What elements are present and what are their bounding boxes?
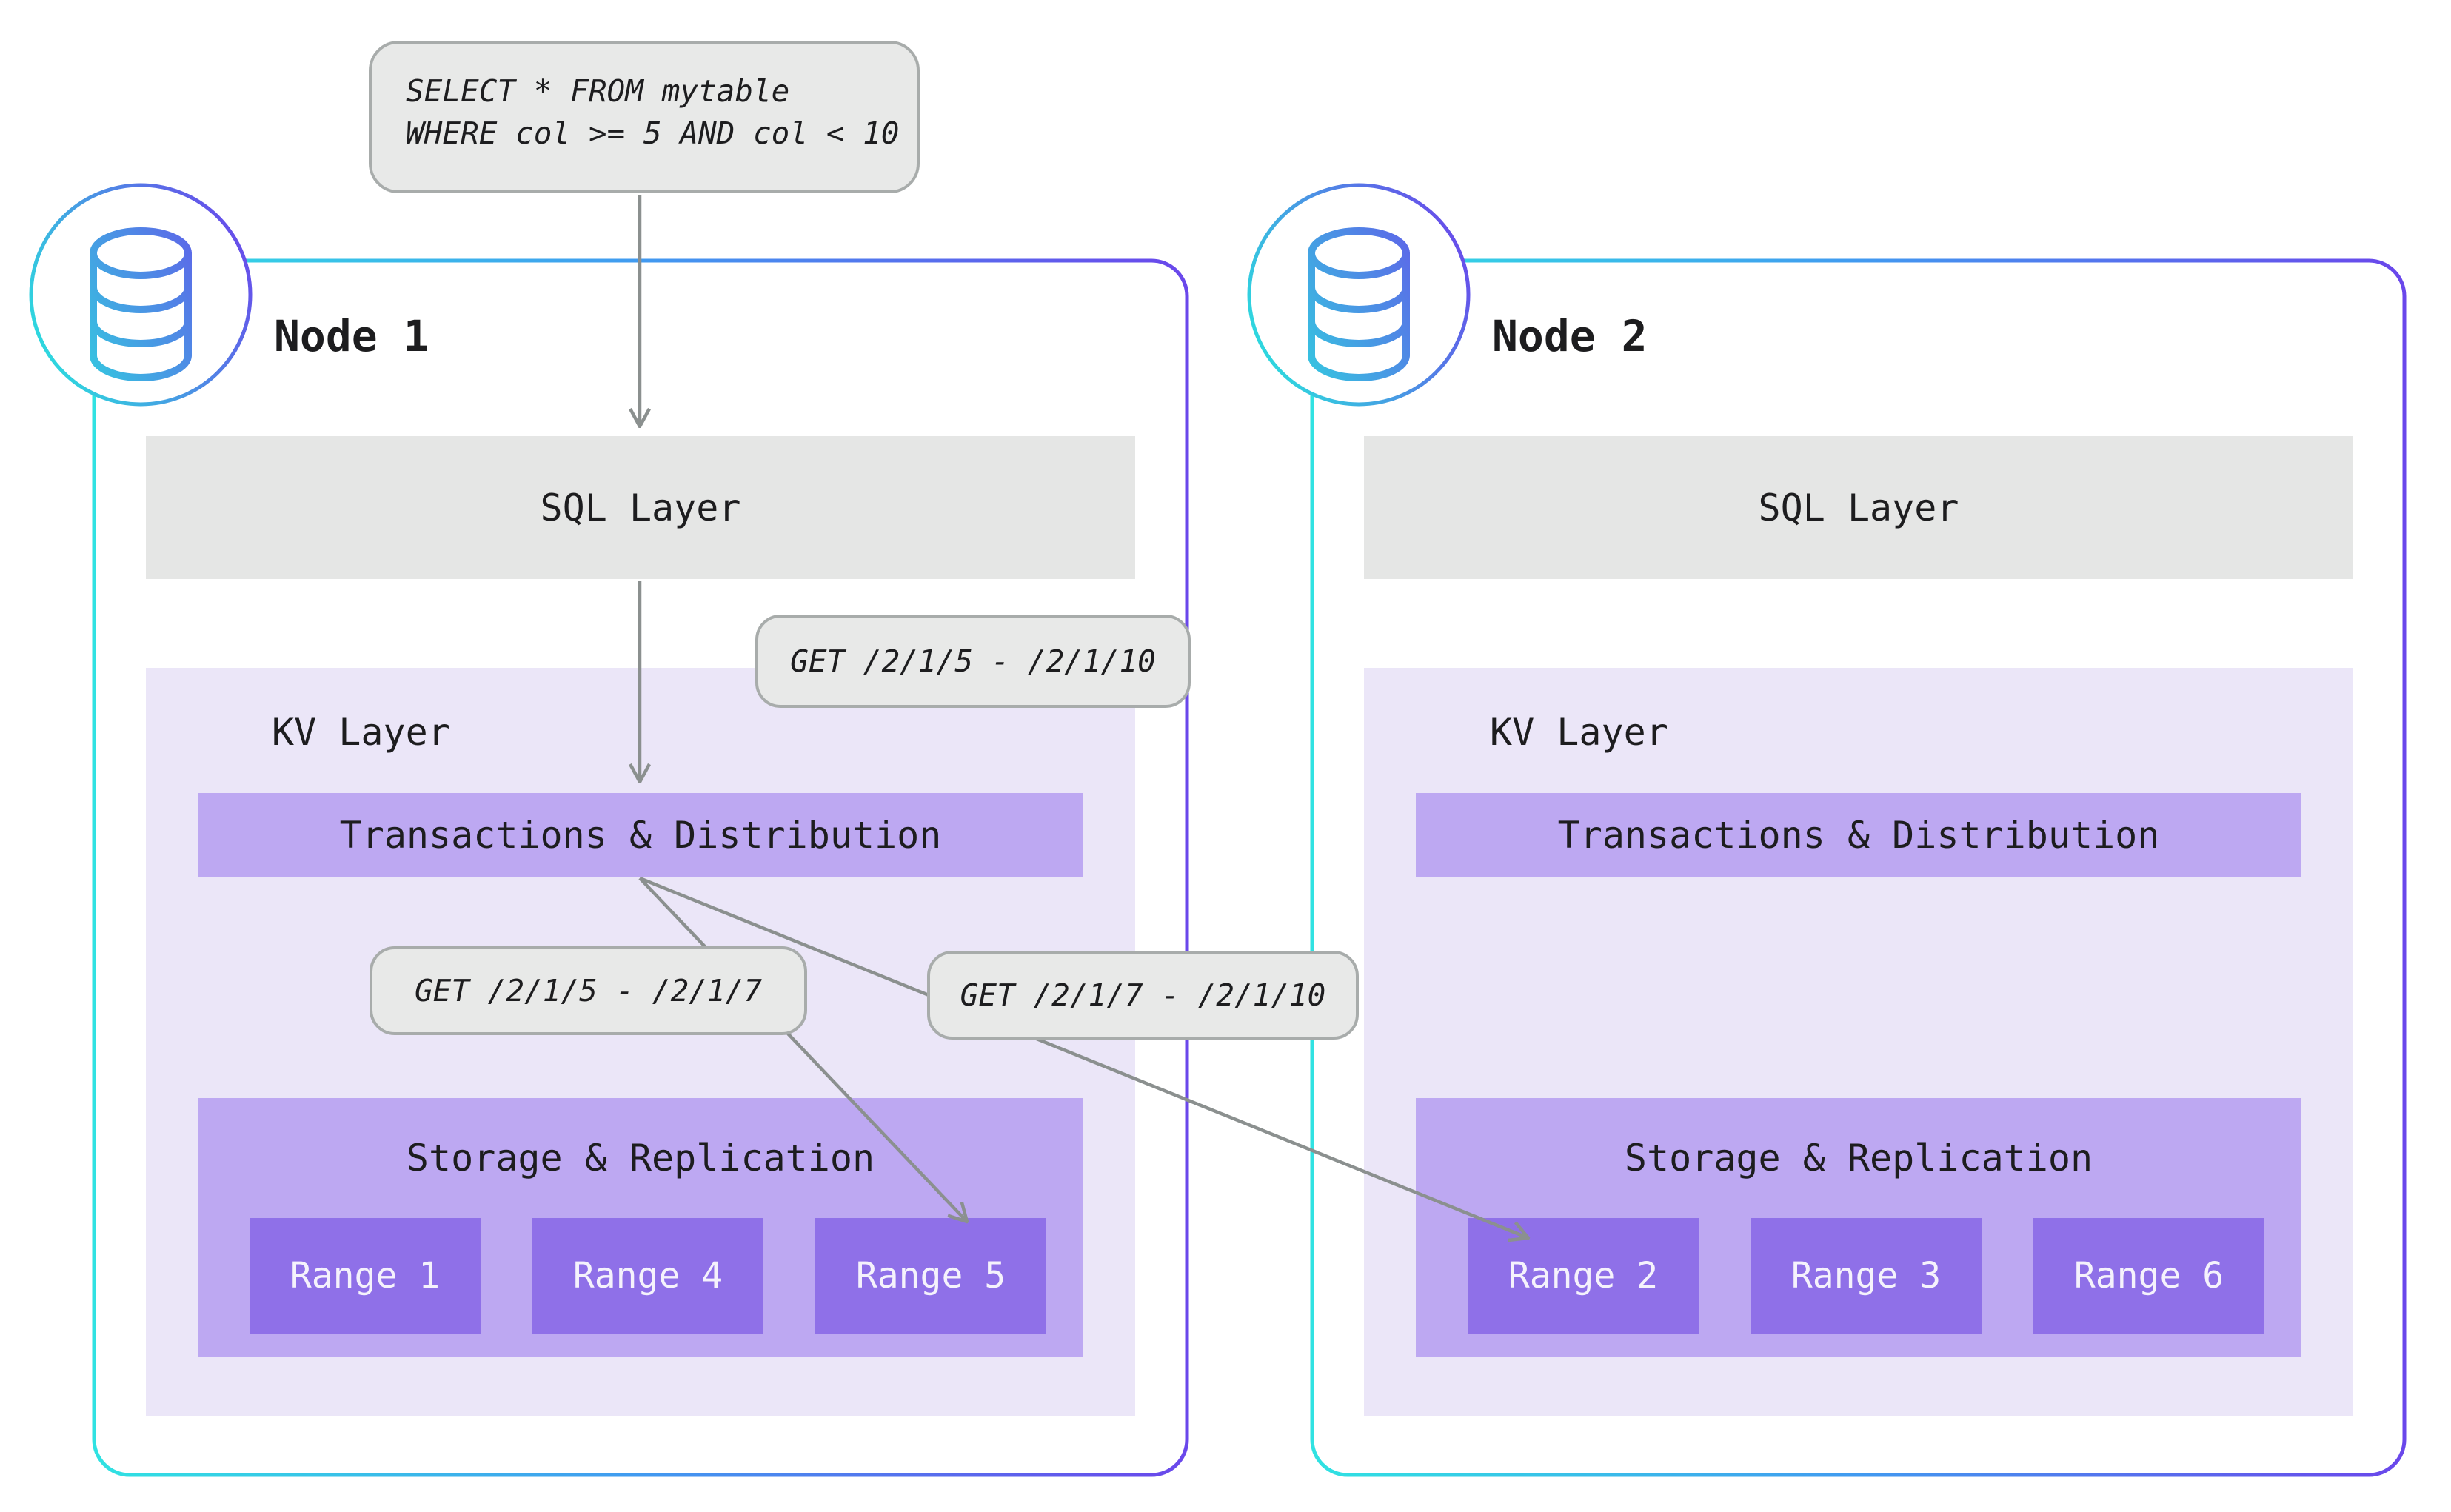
sql-layer-label: SQL Layer <box>1758 486 1959 529</box>
query-line-2: WHERE col >= 5 AND col < 10 <box>406 116 900 151</box>
node2-storage-replication: Storage & Replication Range 2 Range 3 Ra… <box>1416 1098 2301 1357</box>
node1-kv-layer: KV Layer Transactions & Distribution Sto… <box>146 668 1135 1416</box>
range-box: Range 1 <box>250 1218 481 1334</box>
node2-sql-layer: SQL Layer <box>1364 436 2353 579</box>
node2-kv-layer: KV Layer Transactions & Distribution Sto… <box>1364 668 2353 1416</box>
range-box: Range 2 <box>1468 1218 1699 1334</box>
sql-layer-label: SQL Layer <box>540 486 741 529</box>
kv-layer-label: KV Layer <box>272 711 450 754</box>
storage-label: Storage & Replication <box>406 1137 875 1180</box>
node2-transactions-distribution: Transactions & Distribution <box>1416 793 2301 877</box>
range-box: Range 4 <box>532 1218 763 1334</box>
node1-title: Node 1 <box>274 311 429 361</box>
node2-title: Node 2 <box>1492 311 1648 361</box>
get-range-annotation-full: GET /2/1/5 - /2/1/10 <box>755 615 1191 708</box>
database-icon <box>1247 183 1471 407</box>
range-box: Range 5 <box>815 1218 1046 1334</box>
node1-sql-layer: SQL Layer <box>146 436 1135 579</box>
query-line-1: SELECT * FROM mytable <box>406 73 790 109</box>
sql-query-box: SELECT * FROM mytable WHERE col >= 5 AND… <box>369 41 920 193</box>
database-icon <box>29 183 253 407</box>
get-range-annotation-right: GET /2/1/7 - /2/1/10 <box>927 951 1359 1040</box>
get-range-annotation-left: GET /2/1/5 - /2/1/7 <box>370 946 807 1035</box>
storage-label: Storage & Replication <box>1624 1137 2093 1180</box>
kv-layer-label: KV Layer <box>1490 711 1668 754</box>
node1-transactions-distribution: Transactions & Distribution <box>198 793 1083 877</box>
range-box: Range 3 <box>1751 1218 1982 1334</box>
transactions-label: Transactions & Distribution <box>1557 814 2160 857</box>
range-box: Range 6 <box>2033 1218 2264 1334</box>
transactions-label: Transactions & Distribution <box>339 814 942 857</box>
node1-storage-replication: Storage & Replication Range 1 Range 4 Ra… <box>198 1098 1083 1357</box>
